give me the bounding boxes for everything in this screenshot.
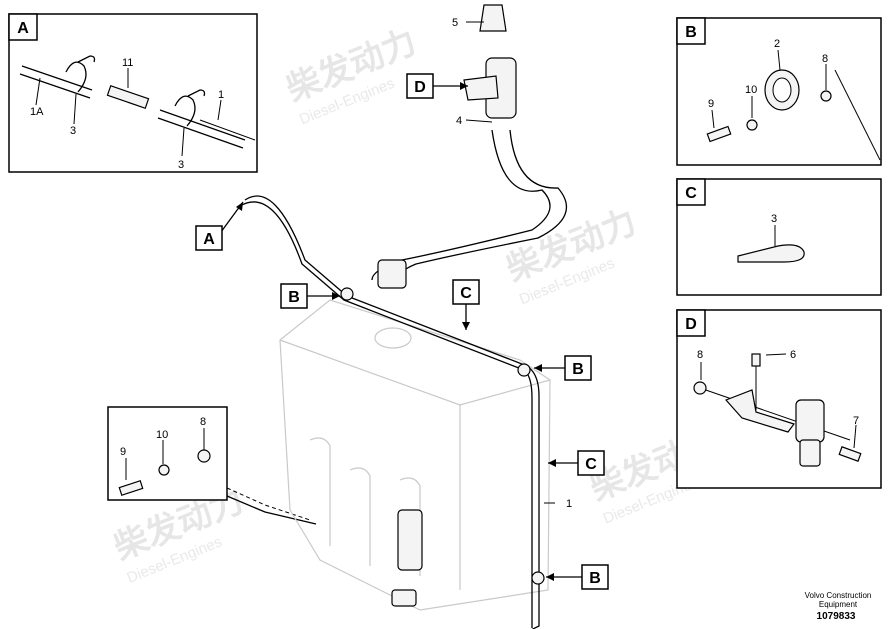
callout-badges: D A B C B C B [195,73,609,590]
label-2: 2 [774,38,780,50]
label-10: 10 [745,84,757,96]
bolt-part [706,125,732,143]
washer-part [746,119,758,131]
connector-part [391,589,417,607]
bolt-head [751,353,761,367]
filler-neck-part [799,439,821,467]
nut-part [197,449,211,463]
pump-part [397,509,423,571]
label-4: 4 [456,115,462,127]
detail-panel-a: A 1A 3 11 1 3 [8,13,258,173]
bracket-part [463,75,499,101]
label-8: 8 [200,416,206,428]
washer-part [158,464,170,476]
cable-tie-part [737,244,805,263]
callout-b [581,564,609,590]
callout-b [564,355,592,381]
panel-badge [8,13,38,41]
cap-part [479,4,507,32]
label-3: 3 [771,213,777,225]
clamp-part [340,287,354,301]
drawing-footer: Volvo Construction Equipment 1079833 [805,591,872,622]
label-8: 8 [822,53,828,65]
hardware-inset: 9 10 8 [107,406,317,525]
callout-a [195,225,223,251]
bracket-part [724,389,795,433]
label-1a: 1A [30,106,44,118]
label-3: 3 [70,125,76,137]
callout-a-label: A [203,231,215,248]
bolt-part [118,480,144,496]
washer-tank-assembly: 5 4 1 [239,4,572,629]
callout-c [577,450,605,476]
washer-part [693,381,707,395]
filler-neck-part [795,399,825,443]
label-7: 7 [853,415,859,427]
detail-panel-b: B 2 8 9 10 [676,17,882,166]
label-1: 1 [218,89,224,101]
callout-b-label: B [589,570,601,587]
hose-end [377,259,407,289]
detail-panel-c: C 3 [676,178,882,296]
panel-badge-label: D [685,316,697,333]
label-3: 3 [178,159,184,171]
clamp-part [517,363,531,377]
label-5: 5 [452,17,458,29]
hose-clamp [174,89,206,127]
callout-b [280,283,308,309]
clamp-part [531,571,545,585]
drawing-number: 1079833 [817,611,856,622]
panel-badge [676,17,706,45]
bolt-part [838,446,862,462]
label-6: 6 [790,349,796,361]
panel-badge [676,309,706,337]
callout-b-label: B [572,361,584,378]
tank-body [279,299,551,611]
panel-frame [676,178,882,296]
callout-c-label: C [585,456,597,473]
hose-clamp [65,55,96,93]
callout-b-label: B [288,289,300,306]
company-name: Volvo Construction [805,591,872,600]
label-9: 9 [708,98,714,110]
label-9: 9 [120,446,126,458]
panel-frame [676,309,882,489]
panel-badge-label: A [17,20,29,37]
detail-panel-d: D 8 6 7 [676,309,882,489]
callout-d-label: D [414,79,426,96]
callout-c [452,279,480,305]
label-1: 1 [566,498,572,510]
company-name-line2: Equipment [819,600,858,609]
label-8: 8 [697,349,703,361]
label-11: 11 [122,57,133,69]
callout-c-label: C [460,285,472,302]
callout-d [406,73,434,99]
panel-badge [676,178,706,206]
label-10: 10 [156,429,168,441]
connector-part [106,84,150,110]
panel-badge-label: C [685,185,697,202]
panel-badge-label: B [685,24,697,41]
nut-part [820,90,832,102]
